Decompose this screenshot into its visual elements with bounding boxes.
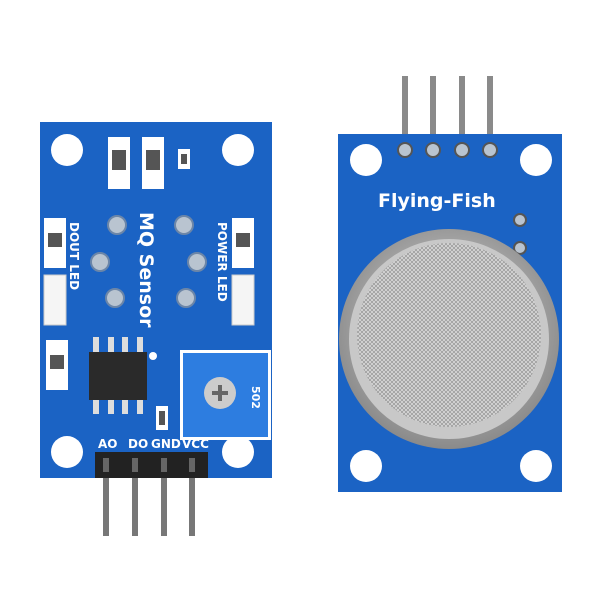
potentiometer[interactable]: 502	[180, 350, 271, 440]
sensor-pads	[90, 215, 207, 308]
mounting-holes	[51, 134, 254, 468]
gas-sensor-can	[339, 229, 559, 449]
brand-label: Flying-Fish	[378, 190, 496, 212]
mq-sensor-back-board: 502 MQ Sensor DOUT LED POWER LED AO DO G…	[40, 122, 272, 536]
header-pins-top	[402, 76, 493, 146]
pin-label-do: DO	[128, 437, 148, 451]
header-pins-bottom	[103, 470, 195, 536]
pin-label-vcc: VCC	[182, 437, 209, 451]
pin-label-gnd: GND	[151, 437, 181, 451]
power-led-label: POWER LED	[215, 222, 229, 302]
smd-components	[43, 137, 255, 430]
pin-label-ao: AO	[98, 437, 118, 451]
flying-fish-front-board: Flying-Fish	[338, 76, 562, 492]
pot-label: 502	[249, 386, 262, 409]
dout-led-label: DOUT LED	[67, 222, 81, 290]
board-title: MQ Sensor	[135, 212, 157, 328]
header-pads	[397, 142, 527, 255]
op-amp-chip	[89, 337, 147, 414]
